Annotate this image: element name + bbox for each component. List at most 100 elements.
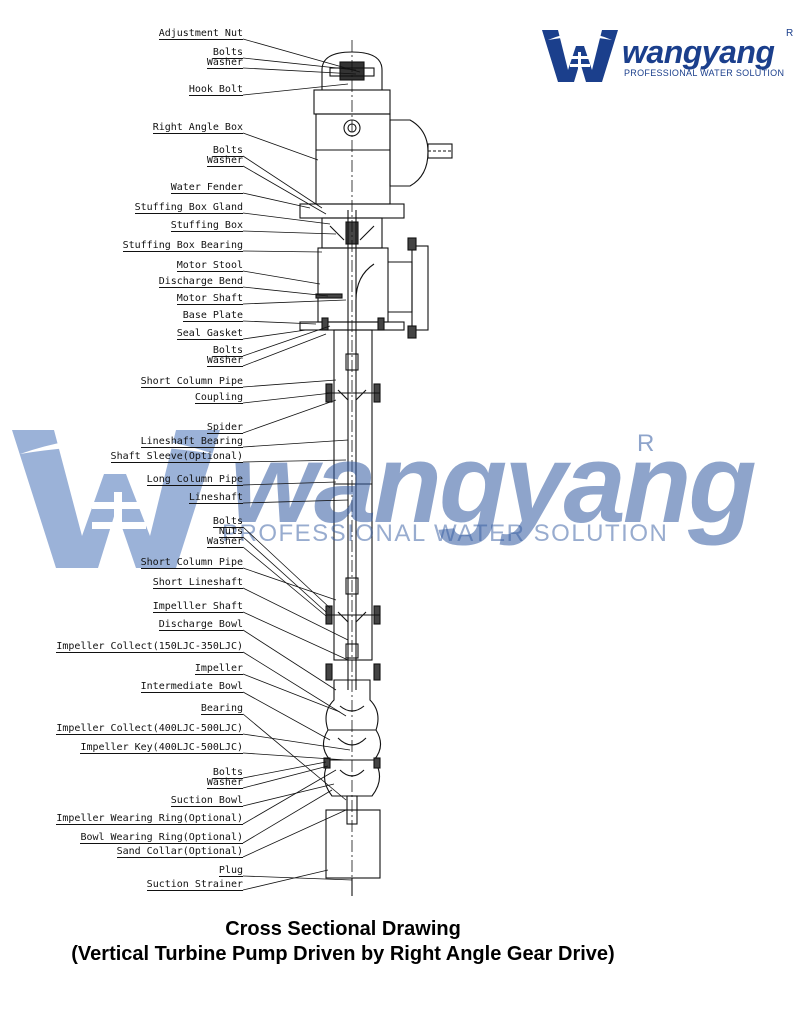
part-label: Spider <box>206 422 243 434</box>
leader-line <box>242 320 317 325</box>
leader-line <box>242 155 323 209</box>
leader-line <box>242 329 307 340</box>
leader-line <box>242 536 327 613</box>
part-label: Seal Gasket <box>176 328 243 340</box>
part-label: Stuffing Box Gland <box>134 202 243 214</box>
leader-line <box>242 38 361 73</box>
part-label: Impelller Shaft <box>152 601 243 613</box>
leader-line <box>242 809 347 858</box>
part-label: Intermediate Bowl <box>140 681 243 693</box>
part-label: Impeller Collect(400LJC-500LJC) <box>56 723 243 735</box>
part-label: Long Column Pipe <box>146 474 243 486</box>
leader-line <box>242 83 349 96</box>
leader-line <box>242 765 329 789</box>
watermark-brand-name: wangyang <box>230 421 757 546</box>
part-label: Short Lineshaft <box>152 577 243 589</box>
part-label: Lineshaft <box>188 492 243 504</box>
leader-line <box>242 611 349 661</box>
leader-line <box>242 673 341 713</box>
leader-line <box>242 325 331 357</box>
leader-line <box>242 869 329 891</box>
part-label: Discharge Bowl <box>158 619 243 631</box>
caption-subtitle: (Vertical Turbine Pump Driven by Right A… <box>71 943 615 965</box>
leader-line <box>242 567 337 601</box>
impeller <box>337 705 367 746</box>
leader-line <box>242 875 353 881</box>
part-label: Coupling <box>194 392 243 404</box>
brand-name: wangyang <box>622 34 775 70</box>
leader-line <box>242 132 319 161</box>
watermark-registered-mark: R <box>637 430 655 457</box>
part-label: Motor Stool <box>176 260 243 272</box>
part-label: Impeller Collect(150LJC-350LJC) <box>56 641 243 653</box>
w-emblem-icon <box>542 30 618 82</box>
leader-line <box>242 499 349 504</box>
leader-line <box>242 629 337 691</box>
leader-line <box>242 481 337 486</box>
part-label: Nuts <box>218 526 243 538</box>
part-label: Shaft Sleeve(Optional) <box>110 451 243 463</box>
watermark-tagline: PROFESSIONAL WATER SOLUTION <box>222 520 669 547</box>
leader-line <box>242 769 337 825</box>
part-label: Adjustment Nut <box>158 28 243 40</box>
leader-line <box>242 250 323 253</box>
brand-tagline: PROFESSIONAL WATER SOLUTION <box>624 68 785 78</box>
leader-line <box>242 165 327 215</box>
leader-line <box>242 399 337 434</box>
part-label: Discharge Bend <box>158 276 243 288</box>
leader-line <box>242 459 347 463</box>
leader-line <box>242 761 327 779</box>
part-label: Bolts <box>212 767 243 779</box>
part-label: Right Angle Box <box>152 122 243 134</box>
leader-line <box>242 392 333 404</box>
leader-line <box>242 733 351 751</box>
brand-logo-mark <box>542 30 618 82</box>
suction-strainer <box>325 809 381 879</box>
intermediate-bowl <box>322 729 382 761</box>
part-label: Bearing <box>200 703 243 715</box>
discharge-flange <box>411 245 429 331</box>
shaft-coupling <box>345 353 359 371</box>
leader-line <box>242 651 347 717</box>
caption-title: Cross Sectional Drawing <box>225 918 461 940</box>
part-label: Bowl Wearing Ring(Optional) <box>80 832 243 844</box>
part-label: Plug <box>218 865 243 877</box>
leader-line <box>242 230 337 235</box>
stool-bolt <box>315 293 343 299</box>
leader-line <box>242 587 349 641</box>
leader-line <box>242 299 347 305</box>
leader-line <box>242 212 331 225</box>
part-label: Suction Bowl <box>170 795 243 807</box>
part-label: Base Plate <box>182 310 243 322</box>
leader-line <box>242 270 321 285</box>
part-label: Bolts <box>212 345 243 357</box>
part-label: Short Column Pipe <box>140 557 243 569</box>
leader-line <box>242 286 329 297</box>
leader-line <box>242 752 347 761</box>
leader-line <box>242 67 357 75</box>
leader-line <box>242 439 349 448</box>
part-label: Impeller Key(400LJC-500LJC) <box>80 742 243 754</box>
part-label: Washer <box>206 155 243 167</box>
part-label: Impeller Wearing Ring(Optional) <box>56 813 243 825</box>
leader-line <box>242 379 337 388</box>
leader-line <box>242 691 331 741</box>
part-label: Suction Strainer <box>146 879 243 891</box>
top-cap <box>321 51 383 91</box>
part-label: Water Fender <box>170 182 243 194</box>
part-label: Impeller <box>194 663 243 675</box>
part-label: Sand Collar(Optional) <box>116 846 243 858</box>
spider <box>337 389 367 401</box>
leader-line <box>242 789 333 844</box>
part-label: Lineshaft Bearing <box>140 436 243 448</box>
part-label: Washer <box>206 536 243 548</box>
part-label: Bolts <box>212 145 243 157</box>
part-label: Washer <box>206 355 243 367</box>
leader-line <box>242 546 327 617</box>
watermark-emblem-icon <box>12 430 220 568</box>
leader-line <box>242 526 331 609</box>
part-label: Washer <box>206 57 243 69</box>
leader-line <box>242 783 335 807</box>
